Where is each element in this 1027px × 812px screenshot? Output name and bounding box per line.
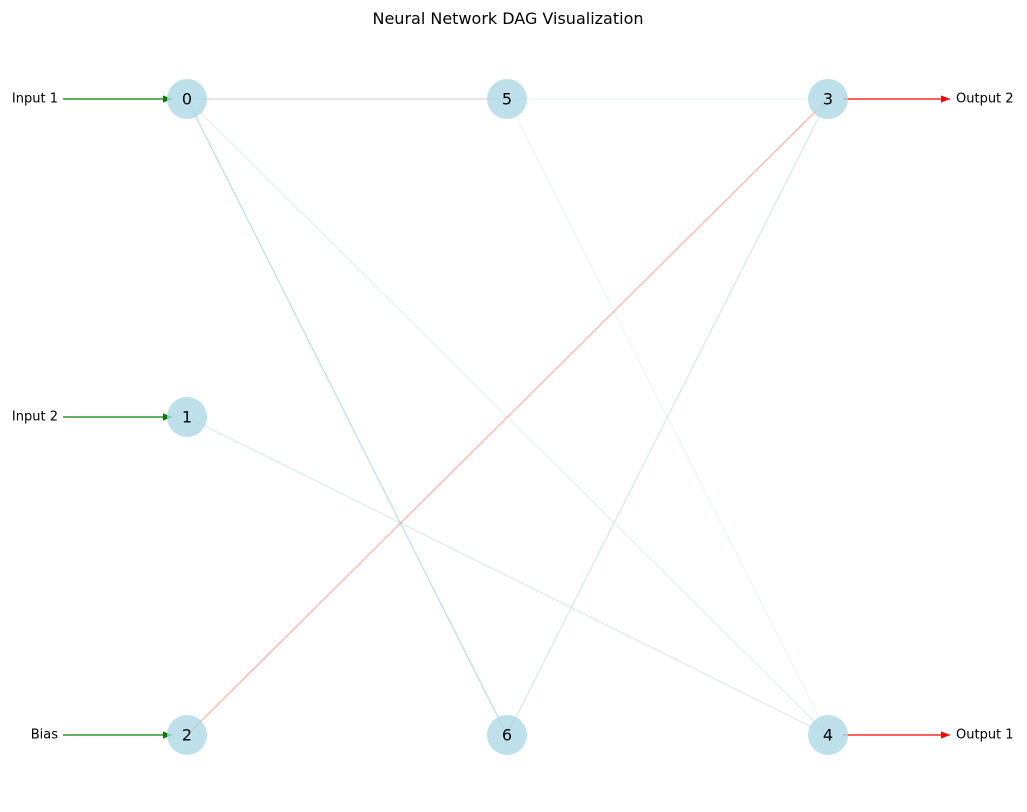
- edge-0-to-6: [186, 98, 508, 736]
- node-circle-3: [808, 79, 848, 119]
- input-label-0: Input 1: [12, 92, 58, 107]
- node-label-4: 4: [823, 726, 833, 745]
- node-circle-6: [487, 715, 527, 755]
- node-0: 0: [167, 79, 207, 119]
- input-label-2: Bias: [31, 728, 58, 743]
- node-label-5: 5: [502, 90, 512, 109]
- node-circle-2: [167, 715, 207, 755]
- node-label-3: 3: [823, 90, 833, 109]
- output-label-4: Output 1: [956, 728, 1014, 743]
- node-label-2: 2: [182, 726, 192, 745]
- node-label-1: 1: [182, 408, 192, 427]
- node-label-0: 0: [182, 90, 192, 109]
- edge-6-to-3: [506, 98, 829, 736]
- node-6: 6: [487, 715, 527, 755]
- io-layer: Input 1 Input 2 Bias Output 2 Output 1: [12, 92, 1014, 743]
- edge-1-to-4: [186, 416, 829, 736]
- diagram-title: Neural Network DAG Visualization: [372, 9, 643, 28]
- edge-2-to-3: [186, 98, 829, 736]
- node-1: 1: [167, 397, 207, 437]
- node-circle-4: [808, 715, 848, 755]
- node-circle-1: [167, 397, 207, 437]
- node-circle-0: [167, 79, 207, 119]
- edges-layer: [186, 98, 829, 736]
- node-3: 3: [808, 79, 848, 119]
- node-2: 2: [167, 715, 207, 755]
- output-label-3: Output 2: [956, 92, 1014, 107]
- node-5: 5: [487, 79, 527, 119]
- node-label-6: 6: [502, 726, 512, 745]
- node-4: 4: [808, 715, 848, 755]
- input-label-1: Input 2: [12, 410, 58, 425]
- nodes-layer: 0 1 2 3 4 5 6: [167, 79, 848, 755]
- node-circle-5: [487, 79, 527, 119]
